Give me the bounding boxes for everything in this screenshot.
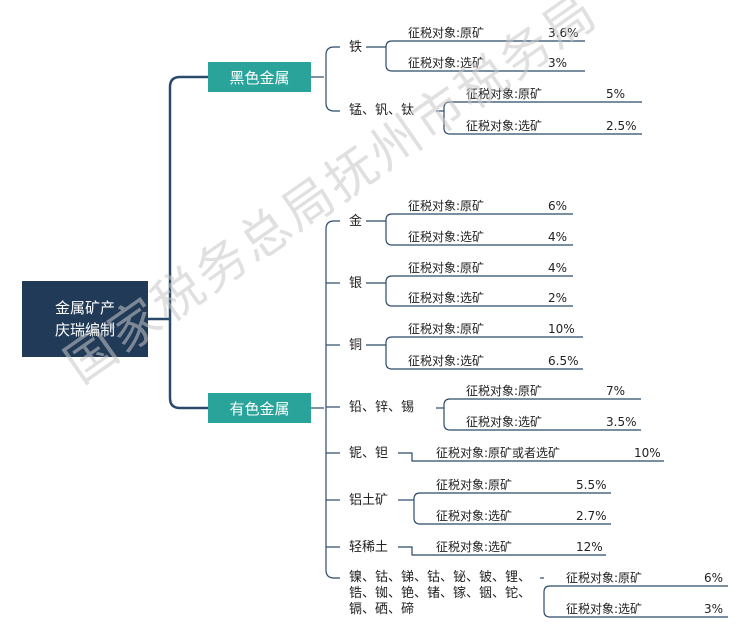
leaf-label: 征税对象:原矿 xyxy=(408,322,485,336)
leaf-rate: 2.7% xyxy=(576,509,607,523)
leaf-label: 征税对象:选矿 xyxy=(436,540,513,554)
gold-curve xyxy=(385,213,393,246)
rare-earth-line xyxy=(398,546,606,556)
leaf-label: 征税对象:原矿 xyxy=(408,199,485,213)
leaf-rate: 6% xyxy=(704,571,724,585)
leaf-gold-processed[interactable]: 征税对象:选矿 4% xyxy=(408,229,573,245)
leaf-rate: 6% xyxy=(548,199,568,213)
metal-gold[interactable]: 金 xyxy=(349,214,363,229)
root-subtitle: 庆瑞编制 xyxy=(54,321,115,339)
leaf-rate: 3.5% xyxy=(606,415,637,429)
leaf-gold-raw[interactable]: 征税对象:原矿 6% xyxy=(408,198,573,214)
leaf-rate: 3.6% xyxy=(548,26,579,40)
leaf-rate: 4% xyxy=(548,261,568,275)
metal-other-nonferrous[interactable]: 镍、钴、锑、钴、铋、铍、锂、锆、铷、铯、锗、镓、铟、铊、镉、硒、碲 xyxy=(349,570,532,617)
iron-curve xyxy=(385,40,393,72)
leaf-label: 征税对象:选矿 xyxy=(566,602,643,616)
leaf-rate: 10% xyxy=(634,446,661,460)
leaf-rate: 2% xyxy=(548,291,568,305)
nonferrous-bracket xyxy=(325,220,340,579)
leaf-label: 征税对象:选矿 xyxy=(408,230,485,244)
leaf-rate: 2.5% xyxy=(606,119,637,133)
other-curve xyxy=(543,585,551,618)
root-title: 金属矿产 xyxy=(54,299,115,317)
leaf-rate: 3% xyxy=(548,56,568,70)
leaf-label: 征税对象:原矿或者选矿 xyxy=(436,446,561,460)
leaf-rate: 10% xyxy=(548,322,575,336)
leaf-silver-raw[interactable]: 征税对象:原矿 4% xyxy=(408,260,573,276)
pbznsn-curve xyxy=(443,398,451,431)
leaf-label: 征税对象:选矿 xyxy=(408,56,485,70)
metal-iron[interactable]: 铁 xyxy=(349,40,363,55)
leaf-label: 征税对象:原矿 xyxy=(436,478,513,492)
metal-pb-zn-sn[interactable]: 铅、锌、锡 xyxy=(349,400,415,415)
leaf-other-processed[interactable]: 征税对象:选矿 3% xyxy=(566,601,726,617)
branch-nonferrous-label: 有色金属 xyxy=(229,399,290,418)
bauxite-curve xyxy=(413,492,421,525)
leaf-rate: 7% xyxy=(606,384,626,398)
leaf-rate: 12% xyxy=(576,540,603,554)
metal-light-rare-earth[interactable]: 轻稀土 xyxy=(349,540,389,555)
metal-nb-ta[interactable]: 铌、钽 xyxy=(349,446,389,461)
leaf-label: 征税对象:原矿 xyxy=(566,571,643,585)
metal-mn-v-ti[interactable]: 锰、钒、钛 xyxy=(349,103,415,118)
mnvti-curve xyxy=(443,101,451,135)
leaf-label: 征税对象:原矿 xyxy=(408,26,485,40)
leaf-label: 征税对象:选矿 xyxy=(408,354,485,368)
copper-curve xyxy=(385,336,393,370)
leaf-label: 征税对象:选矿 xyxy=(466,415,543,429)
leaf-pbznsn-raw[interactable]: 征税对象:原矿 7% xyxy=(466,383,641,399)
leaf-copper-raw[interactable]: 征税对象:原矿 10% xyxy=(408,321,583,337)
leaf-iron-raw[interactable]: 征税对象:原矿 3.6% xyxy=(408,25,583,41)
leaf-bauxite-raw[interactable]: 征税对象:原矿 5.5% xyxy=(436,477,611,493)
leaf-pbznsn-processed[interactable]: 征税对象:选矿 3.5% xyxy=(466,414,641,430)
metal-bauxite[interactable]: 铝土矿 xyxy=(349,493,389,508)
root-node[interactable]: 金属矿产 庆瑞编制 xyxy=(22,281,148,357)
leaf-rate: 3% xyxy=(704,602,724,616)
branch-nonferrous[interactable]: 有色金属 xyxy=(208,393,311,423)
nbta-line xyxy=(398,452,664,462)
silver-curve xyxy=(385,275,393,307)
branch-ferrous[interactable]: 黑色金属 xyxy=(208,62,311,92)
ferrous-bracket xyxy=(325,46,340,112)
leaf-other-raw[interactable]: 征税对象:原矿 6% xyxy=(566,570,726,586)
leaf-label: 征税对象:原矿 xyxy=(408,261,485,275)
leaf-label: 征税对象:选矿 xyxy=(436,509,513,523)
leaf-iron-processed[interactable]: 征税对象:选矿 3% xyxy=(408,55,583,71)
leaf-label: 征税对象:原矿 xyxy=(466,384,543,398)
leaf-silver-processed[interactable]: 征税对象:选矿 2% xyxy=(408,290,573,306)
branch-ferrous-label: 黑色金属 xyxy=(229,68,290,87)
leaf-label: 征税对象:原矿 xyxy=(466,87,543,101)
leaf-bauxite-processed[interactable]: 征税对象:选矿 2.7% xyxy=(436,508,611,524)
leaf-rate: 5% xyxy=(606,87,626,101)
leaf-light-rare-earth-processed[interactable]: 征税对象:选矿 12% xyxy=(436,539,606,555)
leaf-copper-processed[interactable]: 征税对象:选矿 6.5% xyxy=(408,353,583,369)
leaf-mnvti-raw[interactable]: 征税对象:原矿 5% xyxy=(466,86,641,102)
leaf-rate: 4% xyxy=(548,230,568,244)
metal-copper[interactable]: 铜 xyxy=(349,338,363,353)
metal-silver[interactable]: 银 xyxy=(349,276,363,291)
leaf-nbta-raw-or-processed[interactable]: 征税对象:原矿或者选矿 10% xyxy=(436,445,664,461)
leaf-mnvti-processed[interactable]: 征税对象:选矿 2.5% xyxy=(466,118,641,134)
leaf-rate: 6.5% xyxy=(548,354,579,368)
leaf-label: 征税对象:选矿 xyxy=(466,119,543,133)
leaf-rate: 5.5% xyxy=(576,478,607,492)
branch-connector xyxy=(168,75,208,410)
leaf-label: 征税对象:选矿 xyxy=(408,291,485,305)
